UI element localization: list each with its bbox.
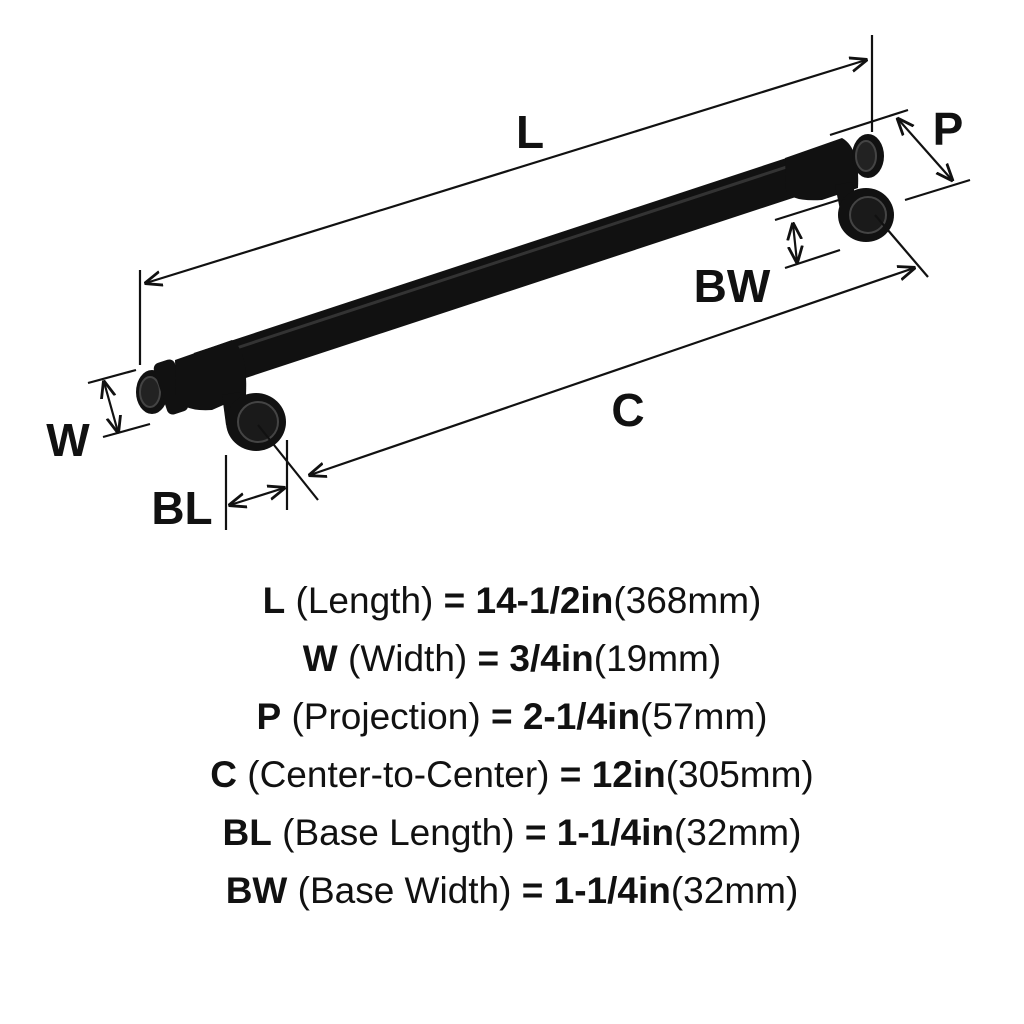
spec-value: 2-1/4in: [522, 696, 641, 737]
spec-center-to-center: C (Center-to-Center) = 12in(305mm): [0, 746, 1024, 804]
spec-base-width: BW (Base Width) = 1-1/4in(32mm): [0, 862, 1024, 920]
spec-eq: =: [443, 580, 466, 621]
spec-value: 1-1/4in: [553, 870, 671, 911]
spec-key: L: [262, 580, 286, 621]
label-L: L: [516, 106, 544, 158]
spec-metric: (32mm): [670, 870, 799, 911]
label-P: P: [933, 103, 964, 155]
spec-metric: (368mm): [613, 580, 762, 621]
spec-eq: =: [521, 870, 544, 911]
label-W: W: [46, 414, 90, 466]
spec-eq: =: [559, 754, 582, 795]
spec-base-length: BL (Base Length) = 1-1/4in(32mm): [0, 804, 1024, 862]
spec-value: 12in: [591, 754, 666, 795]
spec-projection: P (Projection) = 2-1/4in(57mm): [0, 688, 1024, 746]
spec-value: 14-1/2in: [475, 580, 614, 621]
label-C: C: [611, 384, 644, 436]
dimension-lines: [87, 35, 971, 530]
spec-eq: =: [524, 812, 547, 853]
spec-eq: =: [490, 696, 513, 737]
spec-key: C: [210, 754, 237, 795]
dimension-specs: L (Length) = 14-1/2in(368mm) W (Width) =…: [0, 572, 1024, 920]
spec-key: BW: [225, 870, 288, 911]
spec-name: (Base Width): [297, 870, 512, 911]
handle-dimension-diagram: L P BW C W BL: [46, 35, 971, 534]
spec-name: (Width): [348, 638, 468, 679]
spec-length: L (Length) = 14-1/2in(368mm): [0, 572, 1024, 630]
spec-key: W: [302, 638, 338, 679]
spec-name: (Base Length): [282, 812, 515, 853]
spec-width: W (Width) = 3/4in(19mm): [0, 630, 1024, 688]
spec-key: P: [256, 696, 282, 737]
label-BL: BL: [151, 482, 212, 534]
cabinet-pull-handle: [136, 134, 894, 451]
spec-metric: (57mm): [640, 696, 768, 737]
spec-value: 1-1/4in: [556, 812, 674, 853]
spec-key: BL: [222, 812, 272, 853]
spec-metric: (19mm): [593, 638, 722, 679]
spec-name: (Center-to-Center): [247, 754, 550, 795]
spec-metric: (32mm): [673, 812, 802, 853]
label-BW: BW: [694, 260, 771, 312]
spec-name: (Length): [295, 580, 434, 621]
spec-name: (Projection): [291, 696, 481, 737]
spec-value: 3/4in: [509, 638, 594, 679]
spec-eq: =: [477, 638, 500, 679]
spec-metric: (305mm): [665, 754, 814, 795]
